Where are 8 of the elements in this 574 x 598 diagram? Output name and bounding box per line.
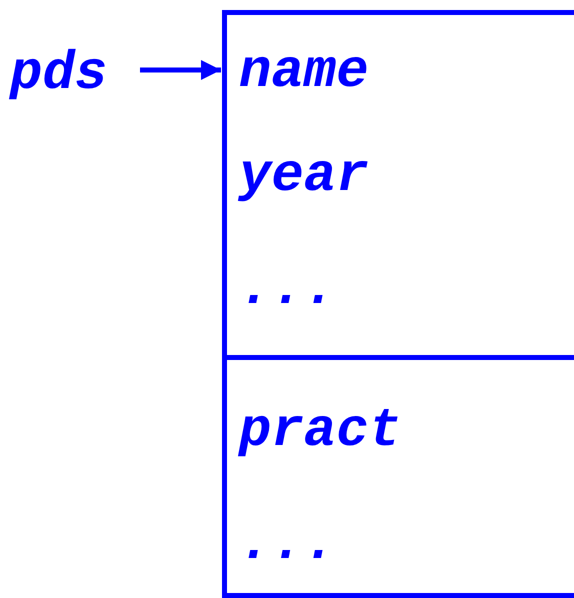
field-name: ... <box>239 263 336 317</box>
arrow <box>140 60 221 80</box>
field-name: year <box>239 150 369 204</box>
struct-section <box>222 10 574 360</box>
field-name: pract <box>239 405 402 459</box>
field-name: ... <box>239 518 336 572</box>
pointer-label: pds <box>10 48 108 102</box>
field-name: name <box>239 46 369 100</box>
